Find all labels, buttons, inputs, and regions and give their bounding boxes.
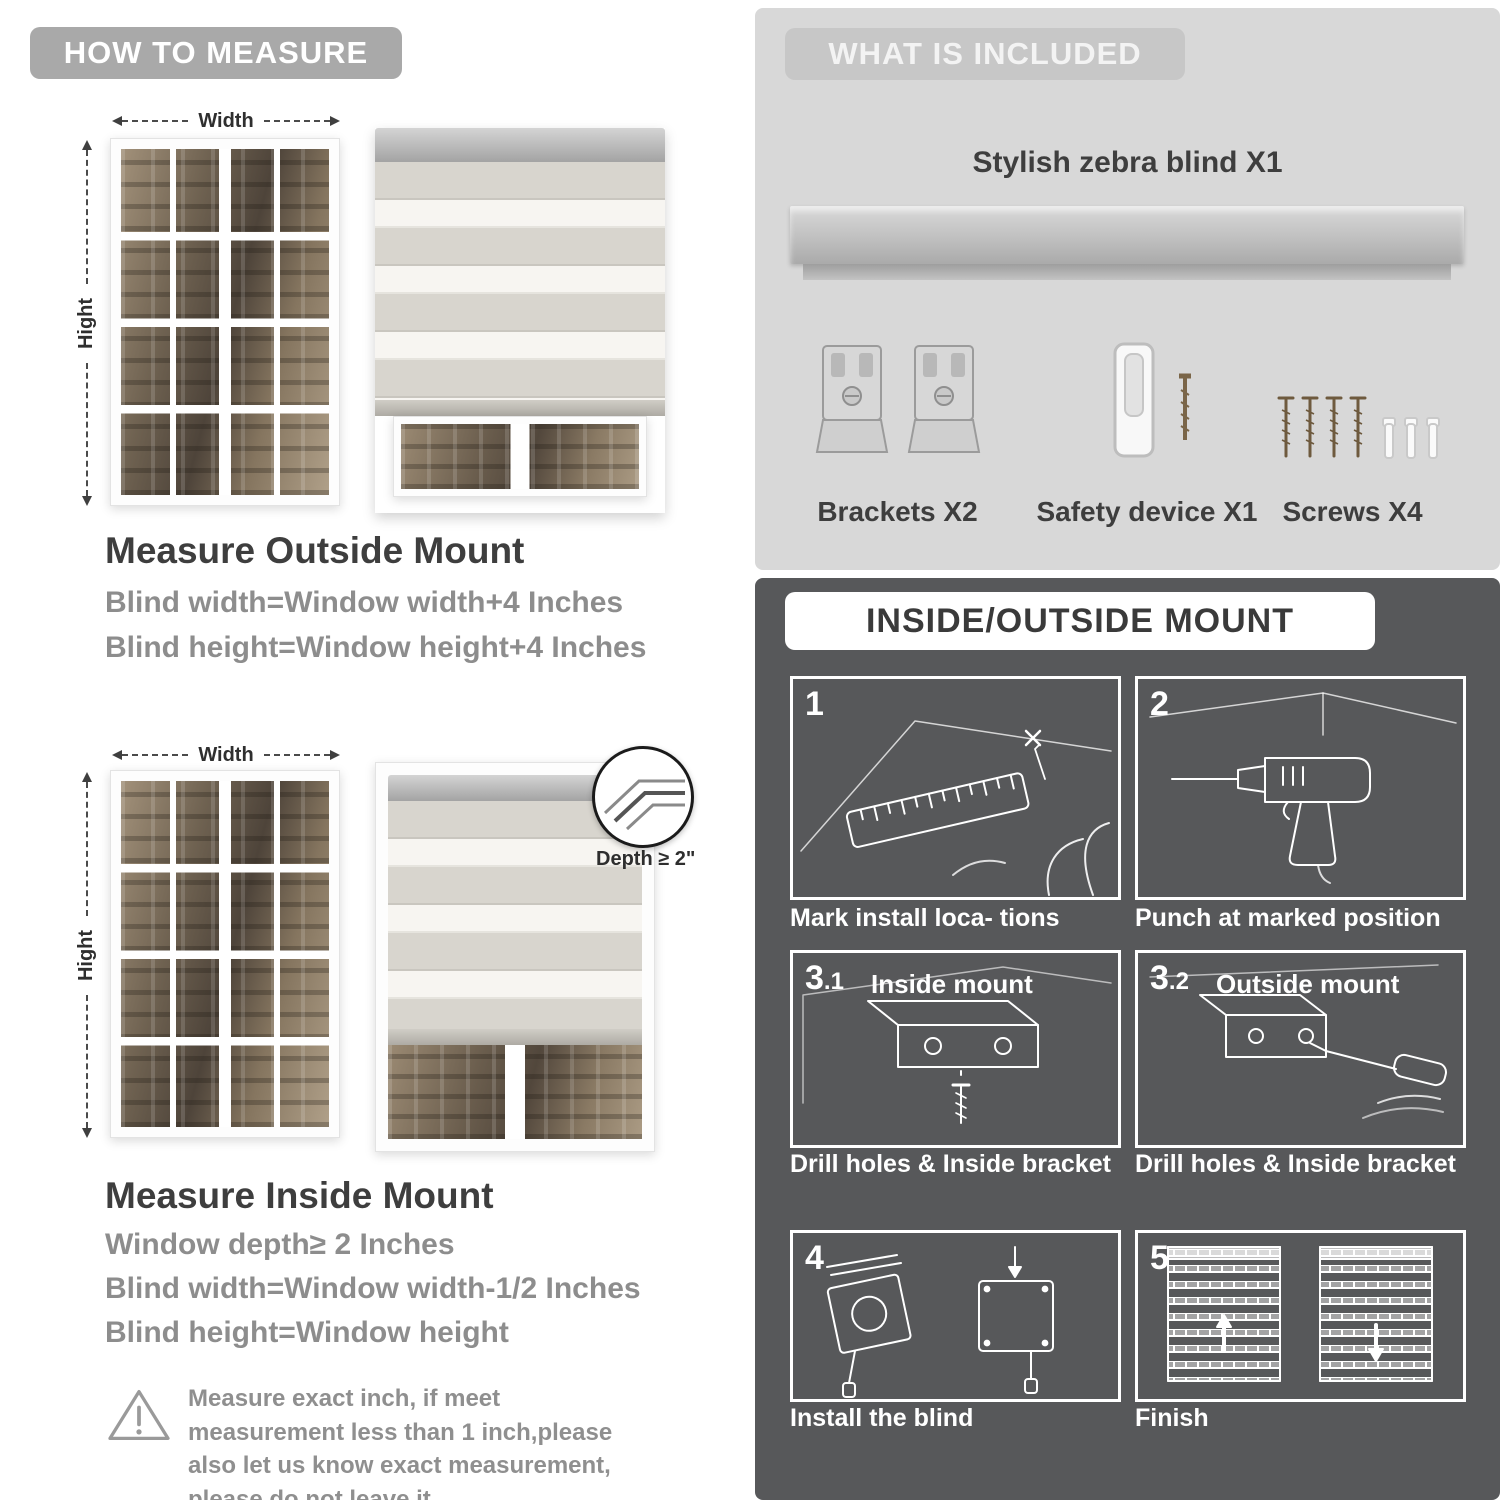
step-panel-4: 4 [790,1230,1121,1402]
height-arrow-inside: Hight [76,772,98,1138]
width-label: Width [198,109,254,132]
arrowhead-left-icon [112,750,122,760]
blind-zebra-stripes [375,162,665,400]
arrowhead-left-icon [112,116,122,126]
window-glass-below-blind [388,1045,642,1139]
depth-zoom-circle [592,746,694,848]
height-label: Hight [75,929,98,981]
arrowhead-down-icon [82,496,92,506]
install-blind-illustration [826,1246,1054,1398]
blind-headrail-lip [803,264,1451,280]
drill-illustration [1149,692,1457,884]
blind-bottom-rail [375,400,665,416]
screws-label: Screws X4 [1282,496,1423,527]
screws-image [1267,390,1447,480]
window-under-blind [393,416,647,497]
step-number: 1 [805,685,824,723]
how-to-measure-section: HOW TO MEASURE Width Hight [30,27,696,1500]
depth-callout: Depth ≥ 2" [596,848,696,870]
width-label: Width [198,743,254,766]
window-photo-inside [110,770,340,1138]
step-number: 3 [805,959,824,997]
arrowhead-up-icon [82,140,92,150]
step-caption-3-1: Drill holes & Inside bracket [790,1150,1111,1178]
safety-device-image [1093,340,1213,465]
step-panel-3-2: 3.2 Outside mount [1135,950,1466,1148]
step-caption-3-2: Drill holes & Inside bracket [1135,1150,1456,1178]
outside-mount-line1: Blind width=Window width+4 Inches [105,586,624,619]
arrowhead-right-icon [330,750,341,760]
inside-mount-line1: Window depth≥ 2 Inches [105,1228,455,1261]
width-arrow-outside: Width [112,109,341,132]
step-number: 4 [805,1239,824,1277]
inside-mount-title: Measure Inside Mount [105,1175,494,1216]
blind-cassette [375,128,665,162]
step-number: 2 [1150,685,1169,723]
window-corner-detail-icon [603,779,685,831]
height-label: Hight [75,297,98,349]
window-photo-outside [110,138,340,506]
outside-mount-label: Outside mount [1216,969,1400,999]
step-number: 3 [1150,959,1169,997]
step-caption-2: Punch at marked position [1135,904,1441,932]
inside-mount-label: Inside mount [871,969,1033,999]
what-is-included-header: WHAT IS INCLUDED [785,28,1185,80]
safety-device-label: Safety device X1 [1036,496,1258,527]
brackets-image [813,338,983,478]
window-glass [121,149,329,495]
brackets-label: Brackets X2 [817,496,978,527]
mark-locations-illustration [800,720,1112,896]
blind-item-label: Stylish zebra blind X1 [972,146,1283,179]
step-panel-5: 5 [1135,1230,1466,1402]
arrowhead-up-icon [82,772,92,782]
warning-note: Measure exact inch, if meet measurement … [188,1385,613,1500]
what-is-included-header-label: WHAT IS INCLUDED [828,36,1142,71]
arrowhead-down-icon [82,1128,92,1138]
finish-illustration [1167,1246,1433,1382]
step-caption-4: Install the blind [790,1404,974,1432]
inside-mount-line2: Blind width=Window width-1/2 Inches [105,1272,641,1305]
arrowhead-right-icon [330,116,341,126]
mount-guide-header-label: INSIDE/OUTSIDE MOUNT [865,601,1295,640]
outside-mount-title: Measure Outside Mount [105,530,525,571]
step-panel-1: 1 [790,676,1121,900]
how-to-measure-header: HOW TO MEASURE [30,27,402,79]
width-arrow-inside: Width [112,743,341,766]
how-to-measure-header-label: HOW TO MEASURE [63,35,369,70]
inside-mount-line3: Blind height=Window height [105,1316,509,1349]
step-panel-3-1: 3.1 Inside mount [790,950,1121,1148]
blind-headrail-image [790,206,1464,264]
outside-bracket-illustration [1149,964,1447,1119]
step-number: 5 [1150,1239,1169,1277]
blind-bottom-rail [388,1029,642,1045]
what-is-included-section: WHAT IS INCLUDED Stylish zebra blind X1 [755,8,1500,570]
outside-mount-line2: Blind height=Window height+4 Inches [105,631,647,664]
mount-guide-header: INSIDE/OUTSIDE MOUNT [785,592,1375,650]
mount-guide-section: INSIDE/OUTSIDE MOUNT 1 Mark install loca… [755,578,1500,1500]
step-caption-5: Finish [1135,1404,1209,1432]
zebra-blind-outside-figure [375,128,665,513]
step-panel-2: 2 [1135,676,1466,900]
step-caption-1: Mark install loca- tions [790,904,1060,932]
warning-icon [106,1386,172,1444]
height-arrow-outside: Hight [76,140,98,506]
blind-zebra-stripes [388,801,642,1029]
inside-bracket-illustration [802,966,1112,1124]
